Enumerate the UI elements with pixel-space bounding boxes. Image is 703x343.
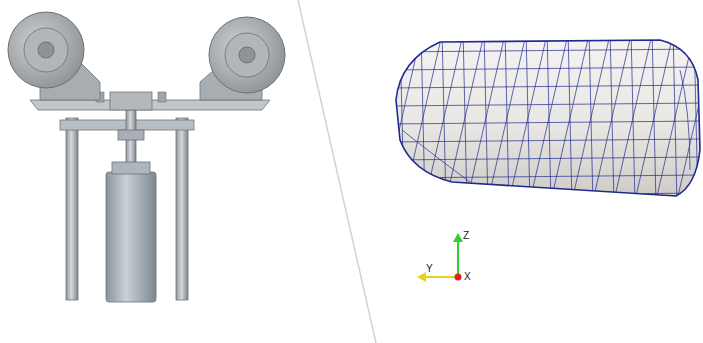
axis-label: Z (463, 231, 469, 241)
axis-label: Y (426, 264, 433, 274)
axis-label: X (464, 272, 471, 282)
wheel-assembly (8, 12, 285, 302)
divider-line (298, 0, 376, 343)
axis-triad (417, 233, 463, 282)
mesh-capsule (340, 30, 703, 205)
